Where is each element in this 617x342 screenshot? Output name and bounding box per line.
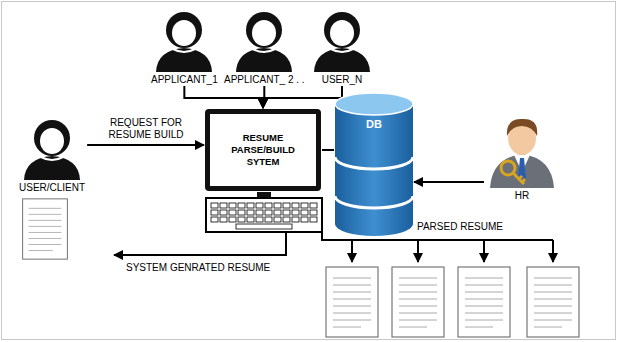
edge-label: REQUEST FOR RESUME BUILD	[102, 117, 190, 141]
person-figure	[21, 118, 83, 180]
connector-arrow	[414, 181, 484, 183]
person-icon: APPLICANT_ 2 . .	[224, 10, 305, 86]
person-label: USER/CLIENT	[19, 182, 85, 194]
screen-text: RESUME PARSE/BUILD SYTEM	[214, 132, 312, 168]
person-label: APPLICANT_ 2 . .	[224, 74, 305, 86]
hr-icon: HR	[486, 112, 558, 202]
keyboard	[206, 198, 322, 232]
resume-document	[392, 267, 444, 337]
computer-monitor: RESUME PARSE/BUILD SYTEM	[204, 108, 322, 192]
person-label: HR	[515, 190, 529, 202]
connector-arrow	[184, 86, 263, 108]
person-figure	[233, 10, 295, 72]
connector-arrow	[322, 149, 334, 151]
hr-figure	[486, 112, 558, 188]
person-label: APPLICANT_1	[151, 74, 218, 86]
person-icon: USER_N	[311, 10, 373, 86]
resume-document	[23, 199, 68, 259]
flow-label: PARSED RESUME	[415, 221, 505, 233]
cylinder-shape	[334, 92, 414, 236]
database-label: DB	[366, 118, 382, 131]
flow-label: SYSTEM GENRATED RESUME	[124, 262, 272, 274]
resume-document	[527, 267, 579, 337]
parsed-arrow	[351, 240, 353, 262]
database-cylinder: DB	[334, 92, 414, 236]
person-icon: USER/CLIENT	[19, 118, 85, 194]
output-arrow	[114, 232, 286, 255]
parsed-arrow	[483, 240, 485, 262]
person-icon: APPLICANT_1	[151, 10, 218, 86]
person-label: USER_N	[322, 74, 363, 86]
parsed-arrow	[552, 240, 554, 262]
person-figure	[153, 10, 215, 72]
connector-arrow	[87, 144, 204, 146]
person-figure	[311, 10, 373, 72]
resume-document	[458, 267, 510, 337]
connector-arrow	[263, 86, 342, 108]
resume-document	[326, 267, 378, 337]
parsed-arrow	[417, 240, 419, 262]
